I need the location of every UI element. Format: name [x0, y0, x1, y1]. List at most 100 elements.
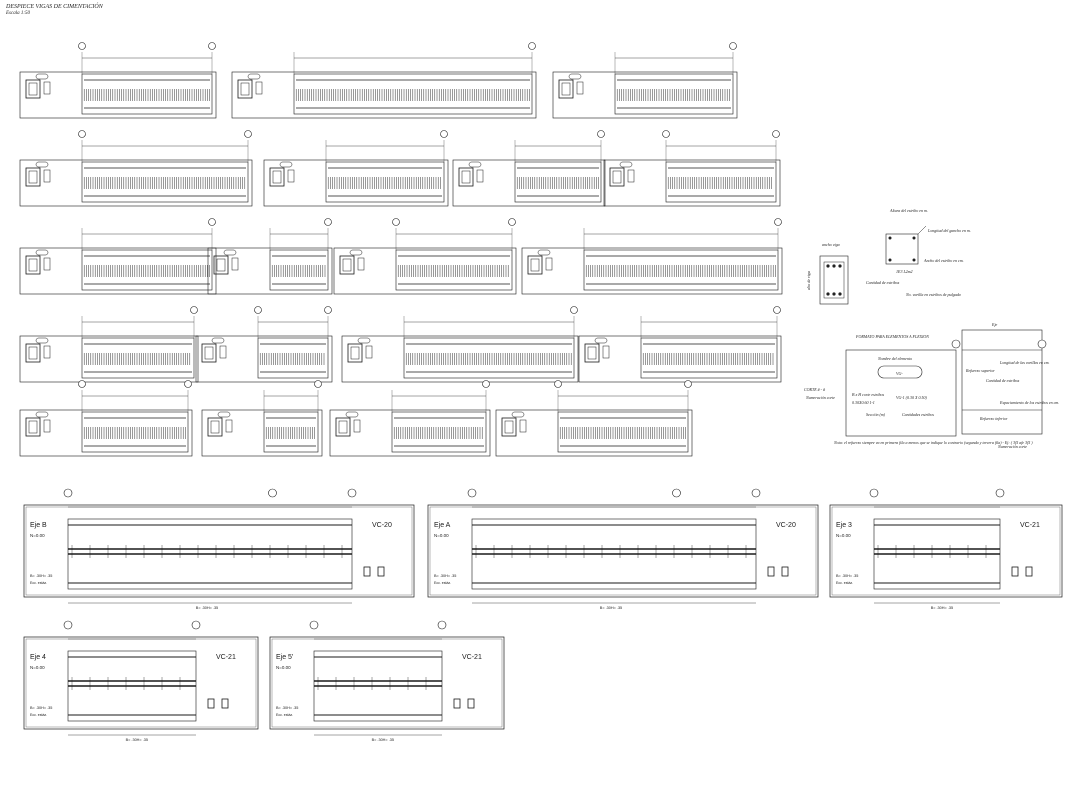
section-tag: [35, 411, 49, 418]
stirrups-hatch: [83, 89, 210, 101]
legend-hook-length: Longitud del gancho en m.: [927, 228, 971, 233]
section-mark: [781, 566, 789, 577]
beam-detail: [329, 380, 491, 457]
detail-frame: [19, 247, 217, 295]
format-note: Nota: el refuerzo siempre va en primera …: [833, 440, 1033, 445]
elevation-frame: [427, 504, 819, 598]
section-tag: [468, 161, 482, 168]
format-beam-box: [961, 329, 1043, 435]
stirrups-hatch: [83, 265, 210, 277]
stirrup-sketch: [225, 419, 233, 433]
stirrup-marks: [877, 545, 987, 558]
format-num-corte2: Numeración corte: [997, 444, 1027, 449]
section-mark: [1011, 566, 1019, 577]
elevation-box: [81, 161, 249, 203]
stirrups-hatch: [559, 427, 686, 439]
detail-frame: [195, 335, 333, 383]
grid-bubble: [309, 620, 319, 630]
section-stirrup: [342, 258, 352, 272]
grid-bubble: [684, 380, 692, 388]
grid-bubble: [597, 130, 605, 138]
stirrups-hatch: [585, 265, 776, 277]
beam-cover: Ecc. estáz.: [30, 713, 47, 717]
section-mark: [767, 566, 775, 577]
detail-frame: [231, 71, 537, 119]
section-box: [269, 167, 285, 187]
stirrup-sketch: [255, 81, 263, 95]
grid-bubble: [324, 306, 332, 314]
section-mark: [221, 698, 229, 709]
elevation-inner: [429, 506, 817, 596]
beam-level: N=0.00: [434, 533, 449, 538]
stirrups-hatch: [393, 427, 483, 439]
stirrups-hatch: [642, 353, 774, 365]
stirrup-sketch: [287, 169, 295, 183]
section-tag: [594, 337, 608, 344]
beam-section: B= .30H= .35: [30, 706, 52, 710]
section-box: [458, 167, 474, 187]
beam-detail: [19, 380, 193, 457]
elevation-box: [665, 161, 777, 203]
section-box: [25, 417, 41, 437]
section-box: [201, 343, 217, 363]
elevation-box: [614, 73, 734, 115]
elevation-box: [514, 161, 602, 203]
section-stirrup: [587, 346, 597, 360]
grid-bubble: [672, 488, 681, 498]
detail-frame: [452, 159, 606, 207]
beam-detail: [552, 42, 738, 119]
elevation-inner: [271, 638, 503, 728]
elevation-box: [395, 249, 513, 291]
beam-axis: Eje A: [434, 522, 451, 529]
legend-stirrup: [885, 233, 919, 265]
section-tag: [619, 161, 633, 168]
elevation-frame: [829, 504, 1063, 598]
beam-cover: Ecc. estáz.: [836, 581, 853, 585]
legend-section-stirrup: [823, 261, 845, 299]
section-tag: [357, 337, 371, 344]
legend-section-top: ancho viga: [822, 242, 840, 247]
sheet-scale: Escala 1:50: [6, 11, 31, 16]
section-stirrup: [350, 346, 360, 360]
grid-bubble: [437, 620, 447, 630]
grid-bubble: [244, 130, 252, 138]
beam-detail: [19, 130, 253, 207]
stirrup-marks: [71, 677, 181, 690]
beam-detail: [521, 218, 783, 295]
format-name-oval: [877, 365, 923, 379]
detail-frame: [201, 409, 323, 457]
grid-bubble: [729, 42, 737, 50]
stirrups-hatch: [83, 353, 191, 365]
stirrups-hatch: [327, 177, 441, 189]
section-box: [584, 343, 600, 363]
grid-bubble: [773, 306, 781, 314]
beam-section: B= .30H= .35: [30, 574, 52, 578]
section-stirrup: [612, 170, 622, 184]
stirrup-sketch: [43, 345, 51, 359]
beam-axis: Eje 4: [30, 654, 46, 661]
beam-section: B= .30H= .35: [434, 574, 456, 578]
format-vg: VG-: [896, 371, 903, 376]
beam-code: VC-21: [216, 654, 236, 661]
section-mark: [453, 698, 461, 709]
stirrups-hatch: [516, 177, 599, 189]
format-ref-inf: Refuerzo inferior: [979, 416, 1008, 421]
grid-bubble: [751, 488, 761, 498]
beam-level: N=0.00: [276, 665, 291, 670]
format-stirrup-spacing: Espaciamiento de los estribos en cm.: [999, 400, 1059, 405]
section-tag: [568, 73, 582, 80]
section-box: [207, 417, 223, 437]
section-box: [339, 255, 355, 275]
sheet-title: DESPIECE VIGAS DE CIMENTACIÓN: [6, 4, 103, 10]
grid-bubble: [78, 380, 86, 388]
stirrup-sketch: [219, 345, 227, 359]
bottom-dim-label: B= .30H= .35: [600, 606, 622, 610]
grid-bubble: [63, 620, 73, 630]
detail-frame: [263, 159, 449, 207]
legend-group: ancho viga alto de viga Altura del estri…: [804, 208, 1059, 449]
section-mark: [207, 698, 215, 709]
elevation-box: [583, 249, 779, 291]
grid-bubble: [78, 130, 86, 138]
beam-axis: Eje 5': [276, 654, 293, 661]
